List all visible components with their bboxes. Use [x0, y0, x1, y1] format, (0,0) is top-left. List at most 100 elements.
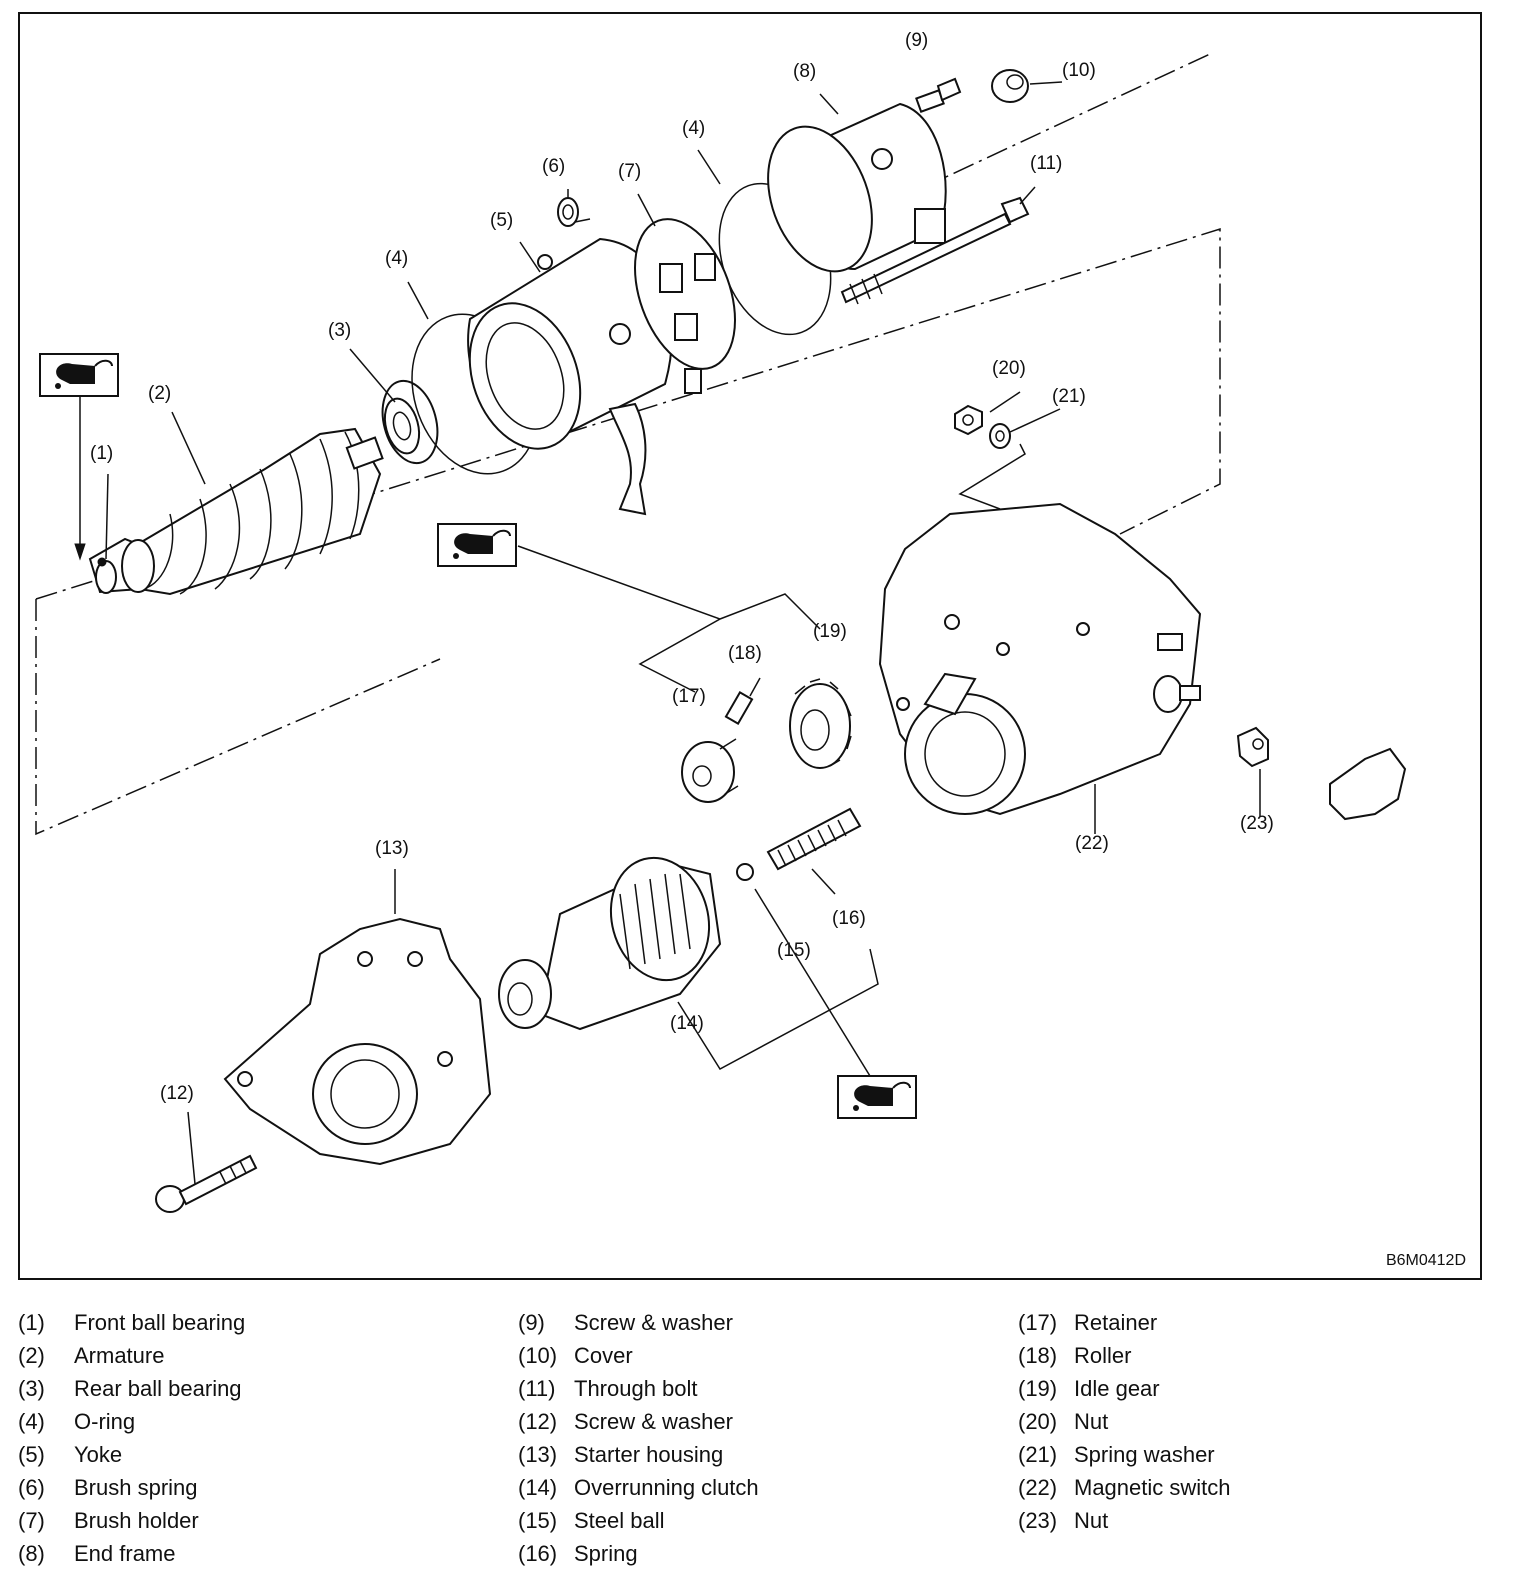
- legend-number: (13): [518, 1442, 558, 1467]
- legend-number: (10): [518, 1343, 558, 1368]
- callout-label: (22): [1075, 833, 1109, 854]
- grease-gun-icon: [437, 523, 517, 567]
- callout-label: (13): [375, 838, 409, 859]
- idle-gear-part: [789, 678, 852, 769]
- figure-code: B6M0412D: [1385, 1252, 1466, 1269]
- spring-part: [766, 807, 862, 871]
- legend-number: (16): [518, 1541, 558, 1566]
- parts-legend: (1) Front ball bearing (2) Armature (3) Rea…: [18, 1310, 1518, 1580]
- rear-ball-bearing-part: [381, 379, 439, 465]
- callout-label: (8): [793, 61, 816, 82]
- grease-gun-icon: [39, 353, 119, 397]
- overrunning-clutch-part: [498, 856, 722, 1031]
- callout-label: (4): [682, 118, 705, 139]
- end-frame-part: [767, 102, 947, 273]
- through-bolt-part: [840, 196, 1030, 305]
- callout-label: (20): [992, 358, 1026, 379]
- callout-label: (15): [777, 940, 811, 961]
- callout-leader-lines: [74, 81, 1261, 1185]
- legend-number: (20): [1018, 1409, 1058, 1434]
- spring-washer-part: [989, 423, 1011, 449]
- callout-label: (19): [813, 621, 847, 642]
- grease-gun-icon: [837, 1075, 917, 1119]
- cover-part: [991, 69, 1029, 103]
- legend-label: End frame: [74, 1541, 176, 1566]
- legend-label: Idle gear: [1074, 1376, 1160, 1401]
- legend-label: Through bolt: [574, 1376, 698, 1401]
- legend-number: (11): [518, 1376, 556, 1401]
- legend-number: (1): [18, 1310, 45, 1335]
- starter-housing-part: [223, 917, 492, 1166]
- legend-label: Spring: [574, 1541, 638, 1566]
- callout-label: (16): [832, 908, 866, 929]
- legend-number: (21): [1018, 1442, 1058, 1467]
- brush-holder-part: [634, 218, 736, 394]
- legend-number: (22): [1018, 1475, 1058, 1500]
- legend-number: (23): [1018, 1508, 1058, 1533]
- exploded-view-drawing: (1) (2) (3) (4) (4) (5) (6) (7) (8) (9) …: [35, 30, 1407, 1213]
- callout-label: (9): [905, 30, 928, 51]
- nut-part: [1236, 726, 1269, 768]
- magnetic-switch-part: [878, 502, 1202, 816]
- legend-label: Nut: [1074, 1508, 1109, 1533]
- callout-label: (1): [90, 443, 113, 464]
- callout-label: (10): [1062, 60, 1096, 81]
- brush-spring-part: [557, 197, 591, 227]
- legend-number: (3): [18, 1376, 45, 1401]
- legend-number: (2): [18, 1343, 45, 1368]
- callout-label: (21): [1052, 386, 1086, 407]
- legend-label: Front ball bearing: [74, 1310, 246, 1335]
- legend-number: (7): [18, 1508, 45, 1533]
- legend-label: Rear ball bearing: [74, 1376, 242, 1401]
- callout-label: (17): [672, 686, 706, 707]
- callout-label: (4): [385, 248, 408, 269]
- screw-and-washer-part: [915, 77, 962, 113]
- legend-number: (17): [1018, 1310, 1058, 1335]
- legend-label: Nut: [1074, 1409, 1109, 1434]
- legend-number: (9): [518, 1310, 545, 1335]
- legend-label: Overrunning clutch: [574, 1475, 759, 1500]
- callout-label: (23): [1240, 813, 1274, 834]
- legend-number: (18): [1018, 1343, 1058, 1368]
- callout-label: (5): [490, 210, 513, 231]
- legend-label: Roller: [1074, 1343, 1132, 1368]
- legend-number: (14): [518, 1475, 558, 1500]
- legend-number: (4): [18, 1409, 45, 1434]
- retainer-part: [681, 738, 739, 803]
- legend-label: Starter housing: [574, 1442, 724, 1467]
- legend-label: Armature: [74, 1343, 165, 1368]
- legend-label: Retainer: [1074, 1310, 1158, 1335]
- legend-number: (6): [18, 1475, 45, 1500]
- nut-part: [954, 404, 983, 436]
- legend-label: Cover: [574, 1343, 633, 1368]
- legend-label: Screw & washer: [574, 1310, 733, 1335]
- armature-part: [88, 427, 384, 596]
- legend-number: (19): [1018, 1376, 1058, 1401]
- legend-number: (12): [518, 1409, 558, 1434]
- callout-label: (18): [728, 643, 762, 664]
- legend-label: Yoke: [74, 1442, 123, 1467]
- callout-labels: (1) (2) (3) (4) (4) (5) (6) (7) (8) (9) …: [90, 30, 1274, 1104]
- legend-number: (8): [18, 1541, 45, 1566]
- callout-label: (7): [618, 161, 641, 182]
- callout-label: (14): [670, 1013, 704, 1034]
- legend-label: O-ring: [74, 1409, 136, 1434]
- callout-label: (11): [1030, 153, 1062, 174]
- diagram-frame: (1) (2) (3) (4) (4) (5) (6) (7) (8) (9) …: [18, 12, 1482, 1280]
- legend-number: (5): [18, 1442, 45, 1467]
- callout-label: (3): [328, 320, 351, 341]
- legend-label: Spring washer: [1074, 1442, 1215, 1467]
- legend-number: (15): [518, 1508, 558, 1533]
- legend-label: Magnetic switch: [1074, 1475, 1231, 1500]
- roller-part: [724, 691, 754, 725]
- terminal-cap-part: [1329, 747, 1407, 821]
- callout-label: (2): [148, 383, 171, 404]
- legend-label: Brush holder: [74, 1508, 199, 1533]
- steel-ball-part: [736, 863, 754, 881]
- callout-label: (6): [542, 156, 565, 177]
- legend-label: Brush spring: [74, 1475, 198, 1500]
- callout-label: (12): [160, 1083, 194, 1104]
- yoke-part: [467, 237, 673, 516]
- screw-and-washer-part: [155, 1154, 258, 1213]
- legend-label: Steel ball: [574, 1508, 665, 1533]
